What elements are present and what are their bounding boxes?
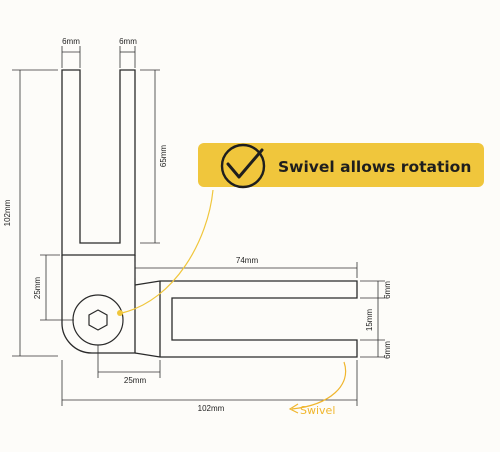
pivot-bolt — [72, 294, 124, 346]
pivot-center-dot — [117, 310, 123, 316]
dim-pivot-offset: 25mm — [124, 376, 147, 385]
dim-bottom-tab: 6mm — [383, 341, 392, 359]
dim-slot-right: 6mm — [119, 37, 137, 46]
lower-arm — [134, 280, 358, 358]
dim-pivot-height: 25mm — [33, 277, 42, 300]
dim-slot-depth: 65mm — [159, 145, 168, 168]
callout-banner: Swivel allows rotation — [198, 143, 484, 189]
upper-bracket — [61, 69, 136, 354]
dimension-lines — [12, 46, 385, 406]
dim-slot-left: 6mm — [62, 37, 80, 46]
dim-gap-height: 15mm — [365, 309, 374, 332]
checkmark-icon — [226, 148, 264, 179]
dimension-labels: 6mm 6mm 102mm 65mm 25mm 74mm 6mm 15mm 6m… — [3, 37, 392, 413]
swivel-label: Swivel — [300, 404, 335, 417]
dim-overall-width: 102mm — [198, 404, 225, 413]
checkmark-icon-circle — [220, 143, 266, 189]
callout-label: Swivel allows rotation — [278, 158, 471, 176]
callout-leader — [121, 189, 214, 314]
dim-overall-height: 102mm — [3, 199, 12, 226]
dim-top-tab: 6mm — [383, 281, 392, 299]
swivel-arrow — [291, 361, 347, 410]
dim-arm-length: 74mm — [236, 256, 259, 265]
swivel-arrowhead — [288, 403, 299, 414]
